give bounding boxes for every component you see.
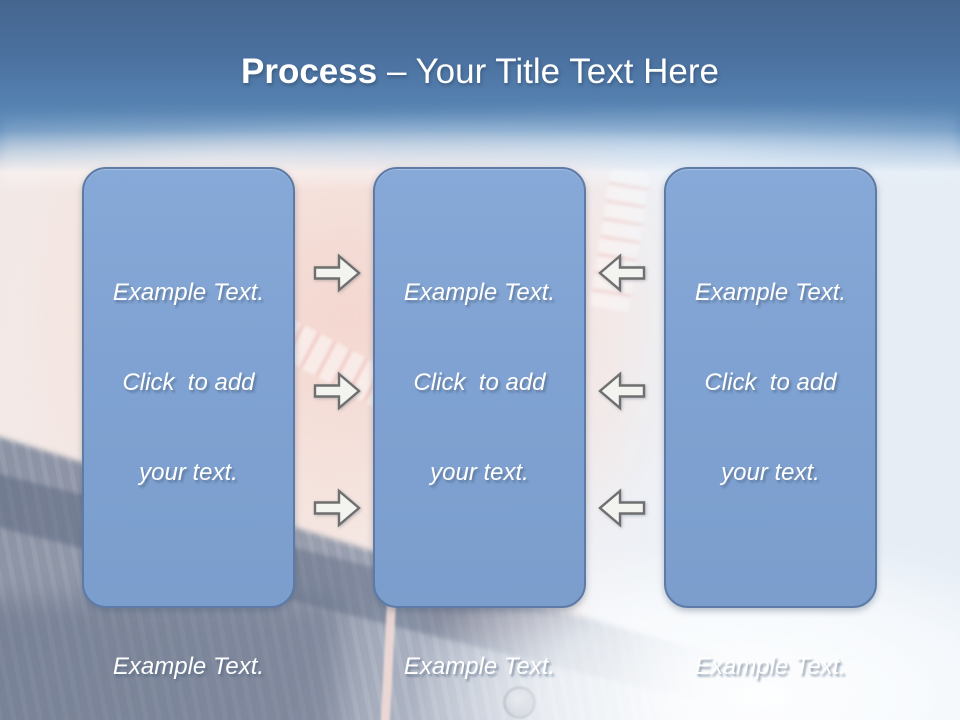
right-arrow-icon <box>313 488 361 528</box>
placeholder-line: Click to add <box>122 369 255 396</box>
process-column-right[interactable]: Example Text. Click to add your text. Ex… <box>664 167 877 680</box>
placeholder-line: Example Text. <box>112 653 265 680</box>
placeholder-line: your text. <box>139 459 238 486</box>
process-column-middle[interactable]: Example Text. Click to add your text. Ex… <box>373 167 586 680</box>
title-rest: – Your Title Text Here <box>377 52 719 91</box>
text-placeholder[interactable]: Example Text. Click to add your text. <box>695 592 846 720</box>
right-arrow-icon <box>313 253 361 293</box>
process-column-left[interactable]: Example Text. Click to add your text. Ex… <box>82 167 295 680</box>
title-emphasis: Process <box>241 52 378 91</box>
placeholder-line: Example Text. <box>403 653 556 680</box>
placeholder-line: Example Text. <box>403 279 556 306</box>
placeholder-line: your text. <box>721 459 820 486</box>
left-arrow-icon <box>598 253 646 293</box>
text-placeholder[interactable]: Example Text. Click to add your text. <box>404 218 555 548</box>
right-arrow-icon <box>313 371 361 411</box>
left-arrow-icon <box>598 488 646 528</box>
placeholder-line: Click to add <box>704 369 837 396</box>
placeholder-line: Example Text. <box>694 653 847 680</box>
text-placeholder[interactable]: Example Text. Click to add your text. <box>695 218 846 548</box>
placeholder-line: Click to add <box>413 369 546 396</box>
slide-title[interactable]: Process – Your Title Text Here <box>0 52 960 92</box>
left-arrow-icon <box>598 371 646 411</box>
text-placeholder[interactable]: Example Text. Click to add your text. <box>113 218 264 548</box>
measuring-tape-end <box>380 594 397 720</box>
placeholder-line: your text. <box>430 459 529 486</box>
placeholder-line: Example Text. <box>112 279 265 306</box>
text-placeholder[interactable]: Example Text. Click to add your text. <box>404 592 555 720</box>
placeholder-line: Example Text. <box>694 279 847 306</box>
text-placeholder[interactable]: Example Text. Click to add your text. <box>113 592 264 720</box>
